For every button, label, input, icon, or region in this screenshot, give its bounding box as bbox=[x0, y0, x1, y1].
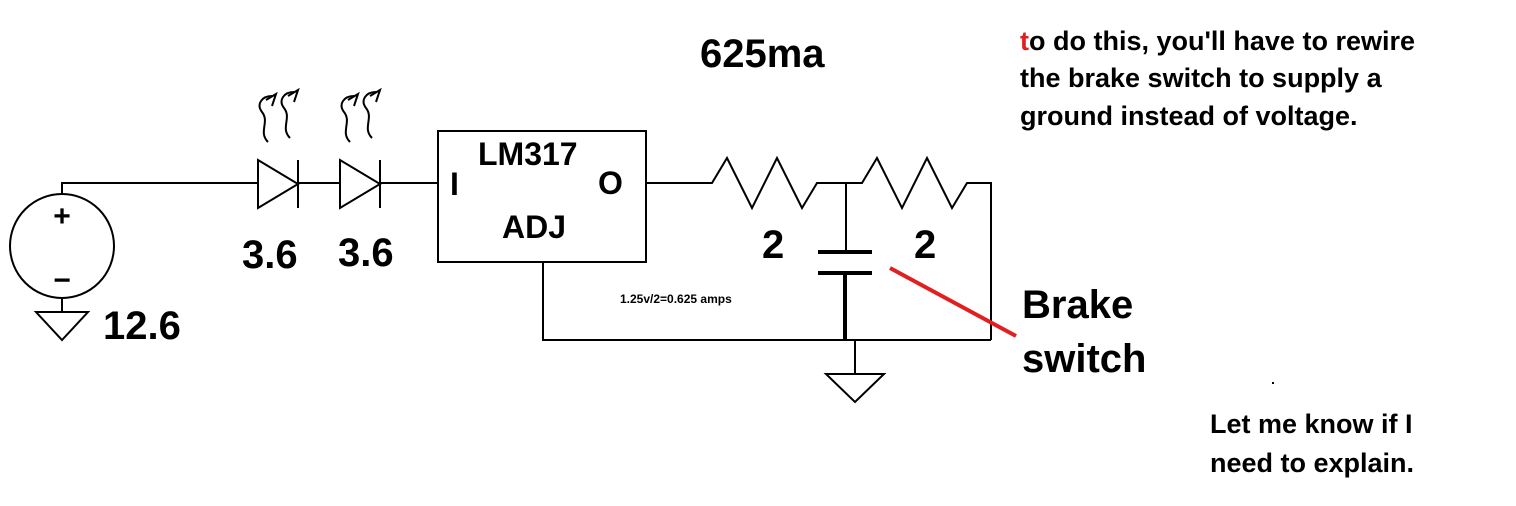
led-1-arrowhead-icon bbox=[287, 87, 300, 103]
current-formula: 1.25v/2=0.625 amps bbox=[620, 292, 732, 306]
footer-line-2: need to explain. bbox=[1210, 448, 1414, 478]
stray-dot bbox=[1272, 382, 1274, 384]
led-1-arrowhead-icon bbox=[265, 91, 278, 107]
wire-adjust-to-ground bbox=[542, 262, 991, 341]
resistor-1 bbox=[646, 155, 846, 211]
led-2 bbox=[339, 87, 382, 210]
brake-switch-pointer-line bbox=[889, 266, 1017, 338]
led-1-emission-arrow-icon bbox=[280, 91, 295, 139]
brake-switch-label-line2: switch bbox=[1022, 337, 1146, 381]
note-line-2: the brake switch to supply a bbox=[1020, 63, 1383, 93]
note-line-1: to do this, you'll have to rewire bbox=[1020, 26, 1415, 56]
led-1-triangle bbox=[257, 158, 300, 210]
regulator-adjust-pin: ADJ bbox=[502, 209, 566, 245]
regulator-output-pin: O bbox=[598, 165, 623, 201]
source-plus-sign: + bbox=[53, 200, 71, 233]
led-1-voltage-label: 3.6 bbox=[242, 233, 298, 277]
regulator-name: LM317 bbox=[478, 136, 578, 172]
lm317-regulator: LM317 I O ADJ bbox=[437, 130, 647, 263]
footer-line-1: Let me know if I bbox=[1210, 409, 1413, 439]
led-1-emission-arrow-icon bbox=[258, 95, 273, 143]
led-2-arrowhead-icon bbox=[369, 87, 382, 103]
current-label: 625ma bbox=[700, 32, 825, 76]
led-2-emission-arrow-icon bbox=[362, 91, 377, 139]
source-minus-sign: − bbox=[53, 264, 71, 297]
resistor-2 bbox=[846, 155, 992, 340]
note-line-1-rest: o do this, you'll have to rewire bbox=[1029, 26, 1415, 56]
led-2-triangle bbox=[339, 158, 382, 210]
led-2-voltage-label: 3.6 bbox=[338, 231, 394, 275]
ground-symbol bbox=[823, 373, 887, 404]
note-red-first-letter: t bbox=[1020, 26, 1029, 56]
source-ground-symbol bbox=[33, 311, 91, 342]
voltage-source: + − bbox=[9, 193, 115, 342]
source-voltage-label: 12.6 bbox=[103, 304, 181, 348]
note-line-3: ground instead of voltage. bbox=[1020, 101, 1358, 131]
regulator-input-pin: I bbox=[450, 166, 459, 202]
led-2-arrowhead-icon bbox=[347, 91, 360, 107]
brake-switch-label-line1: Brake bbox=[1022, 283, 1133, 327]
led-1 bbox=[257, 87, 300, 210]
led-2-emission-arrow-icon bbox=[340, 95, 355, 143]
resistor-1-value: 2 bbox=[762, 223, 784, 267]
wire-source-to-led bbox=[61, 182, 258, 194]
resistor-2-value: 2 bbox=[914, 223, 936, 267]
